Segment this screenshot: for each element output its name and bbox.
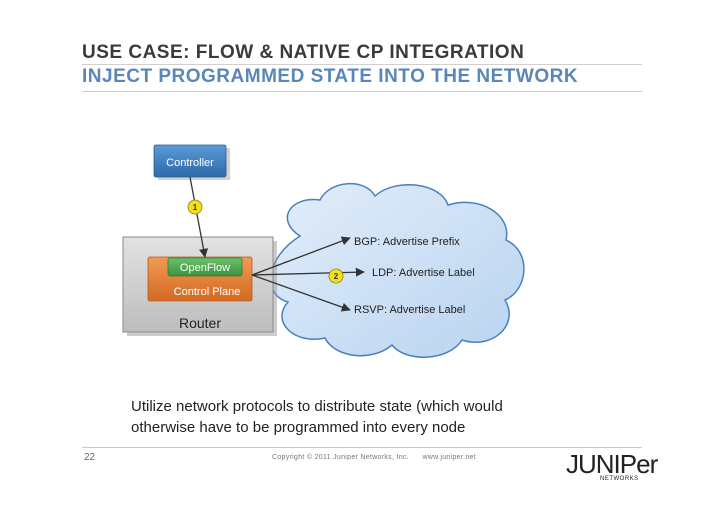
openflow-box <box>167 257 243 277</box>
step-1-label: 1 <box>193 203 198 212</box>
openflow-label: OpenFlow <box>180 262 230 274</box>
ldp-arrow <box>251 267 365 277</box>
bgp-label: BGP: Advertise Prefix <box>354 236 460 248</box>
rsvp-label: RSVP: Advertise Label <box>354 304 465 316</box>
network-cloud <box>270 182 525 358</box>
logo-wordmark: JUNIPer <box>566 449 658 479</box>
control-plane-label: Control Plane <box>174 286 241 298</box>
website-link[interactable]: www.juniper.net <box>422 454 476 461</box>
footer-copyright: Copyright © 2011 Juniper Networks, Inc. … <box>272 454 476 461</box>
slide-title: USE CASE: FLOW & NATIVE CP INTEGRATION <box>82 42 525 63</box>
copyright-text: Copyright © 2011 Juniper Networks, Inc. <box>272 454 409 461</box>
body-line-1: Utilize network protocols to distribute … <box>131 398 503 415</box>
step-2-label: 2 <box>334 272 339 281</box>
logo-subtext: NETWORKS <box>600 476 639 482</box>
body-line-2: otherwise have to be programmed into eve… <box>131 419 466 436</box>
rsvp-arrow <box>251 274 351 312</box>
router-label: Router <box>179 315 221 331</box>
title-divider <box>82 64 642 65</box>
footer-divider <box>82 447 642 448</box>
slide-subtitle: INJECT PROGRAMMED STATE INTO THE NETWORK <box>82 66 579 87</box>
juniper-logo: JUNIPer NETWORKS <box>566 449 658 482</box>
controller-to-openflow-arrow <box>189 176 208 258</box>
subtitle-divider <box>82 91 642 92</box>
step-1-badge <box>187 199 203 215</box>
bgp-arrow <box>251 236 351 276</box>
ldp-label: LDP: Advertise Label <box>372 267 475 279</box>
step-2-badge <box>328 268 344 284</box>
controller-label: Controller <box>166 157 214 169</box>
body-text: Utilize network protocols to distribute … <box>131 396 571 438</box>
page-number: 22 <box>84 452 96 463</box>
